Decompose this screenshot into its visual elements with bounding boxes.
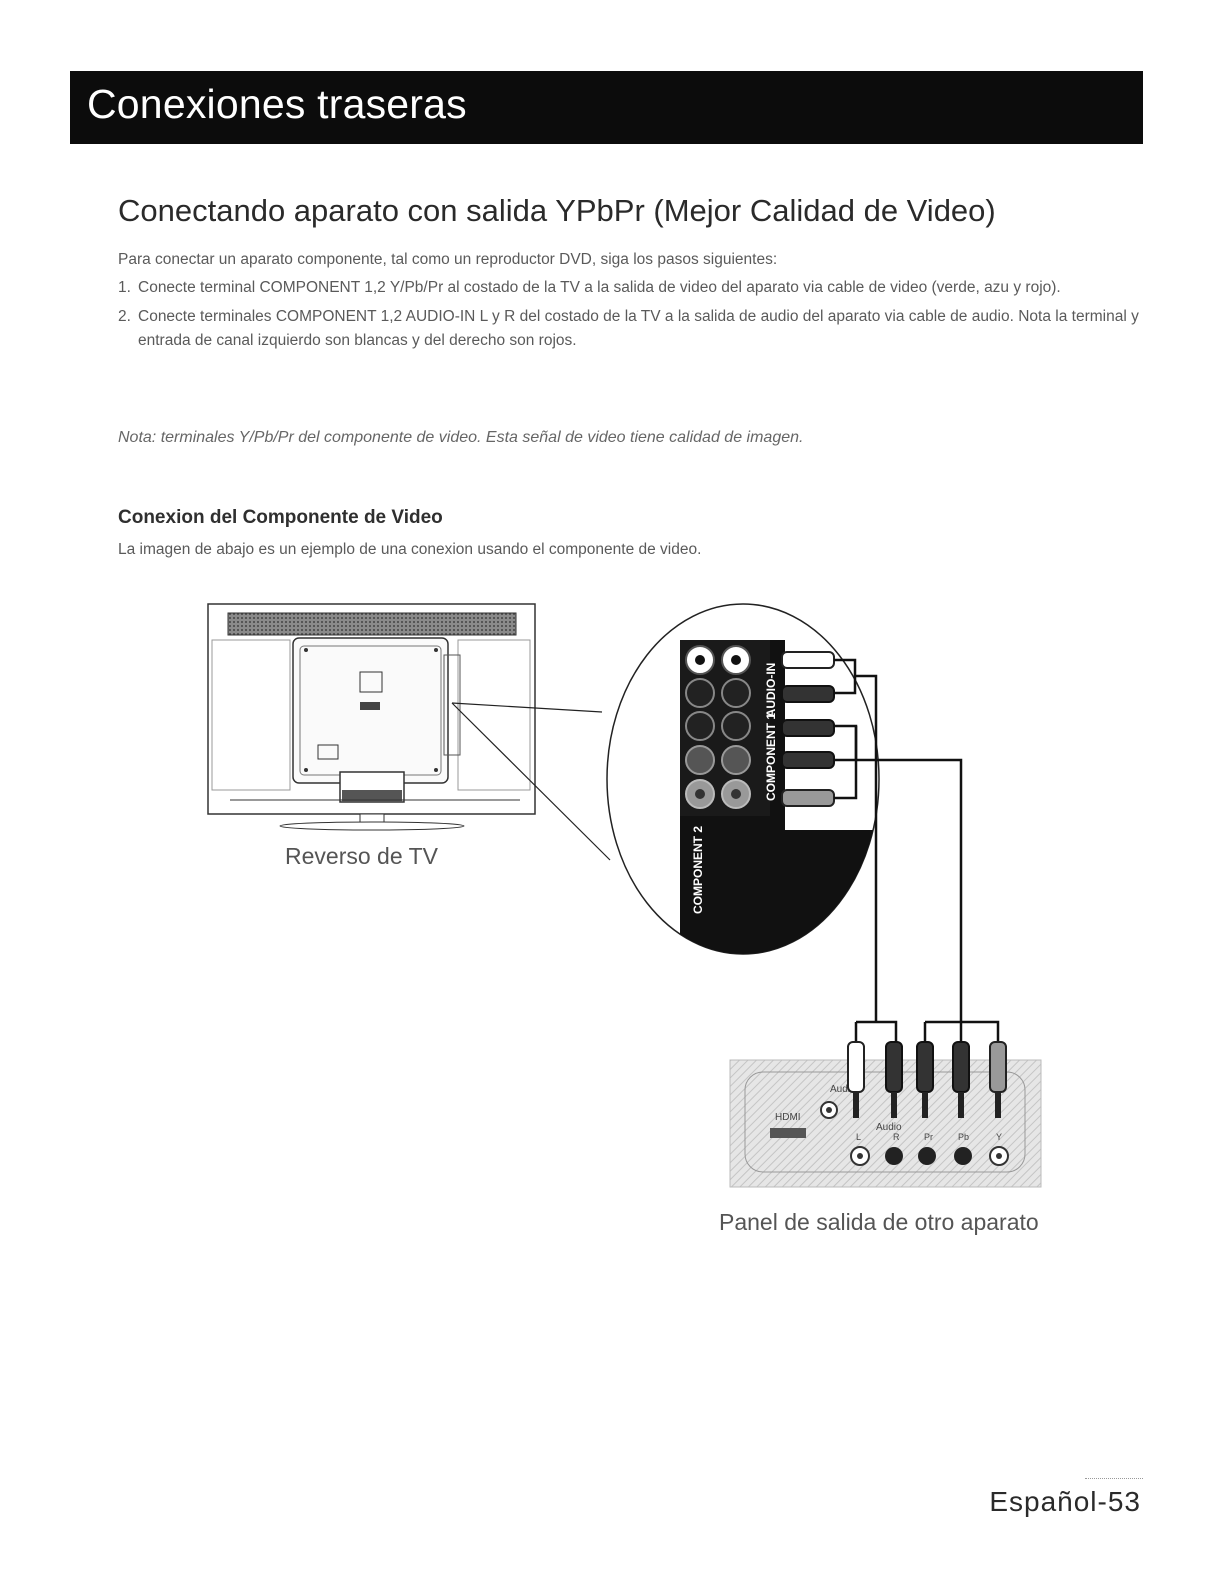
page-rule <box>1085 1478 1143 1479</box>
note-text: Nota: terminales Y/Pb/Pr del componente … <box>118 429 804 446</box>
pr-label: Pr <box>924 1132 933 1142</box>
magnified-panel: AUDIO-IN COMPONENT 1 COMPONENT 2 <box>606 603 880 955</box>
y-label: Y <box>996 1132 1002 1142</box>
av-jacks <box>685 645 751 809</box>
component2-label: COMPONENT 2 <box>691 826 705 914</box>
subsection-text: La imagen de abajo es un ejemplo de una … <box>118 541 702 558</box>
magnifier-line <box>451 702 611 861</box>
step-text: Conecte terminal COMPONENT 1,2 Y/Pb/Pr a… <box>138 279 1061 296</box>
step-number: 1. <box>118 279 131 296</box>
pb-label: Pb <box>958 1132 969 1142</box>
step-number: 2. <box>118 308 131 325</box>
panel-caption: Panel de salida de otro aparato <box>719 1209 1039 1235</box>
step-item: 1. Conecte terminal COMPONENT 1,2 Y/Pb/P… <box>118 276 1143 300</box>
step-item: 2. Conecte terminales COMPONENT 1,2 AUDI… <box>118 305 1143 353</box>
page-number: Español-53 <box>989 1486 1141 1517</box>
audio-label: Audio <box>876 1122 902 1133</box>
subsection-title: Conexion del Componente de Video <box>118 507 443 528</box>
step-text: Conecte terminales COMPONENT 1,2 AUDIO-I… <box>138 308 1139 349</box>
audio-label: Audio <box>830 1084 856 1095</box>
header-banner: Conexiones traseras <box>70 71 1143 144</box>
device-side-plugs <box>847 1041 1007 1118</box>
device-output-panel: HDMI Audio Audio L R Pr Pb Y <box>729 1041 1042 1188</box>
component1-label: COMPONENT 1 <box>764 713 778 801</box>
l-label: L <box>856 1132 861 1142</box>
intro-text: Para conectar un aparato componente, tal… <box>118 251 778 268</box>
page-title: Conexiones traseras <box>87 81 467 127</box>
magnifier-line <box>451 702 603 713</box>
audio-in-label: AUDIO-IN <box>764 663 778 718</box>
tv-caption: Reverso de TV <box>285 843 438 869</box>
r-label: R <box>893 1132 900 1142</box>
steps-list: 1. Conecte terminal COMPONENT 1,2 Y/Pb/P… <box>118 276 1143 358</box>
tv-back-illustration <box>207 603 536 831</box>
hdmi-label: HDMI <box>775 1112 801 1123</box>
section-title: Conectando aparato con salida YPbPr (Mej… <box>118 193 996 228</box>
cables <box>834 658 1000 1042</box>
